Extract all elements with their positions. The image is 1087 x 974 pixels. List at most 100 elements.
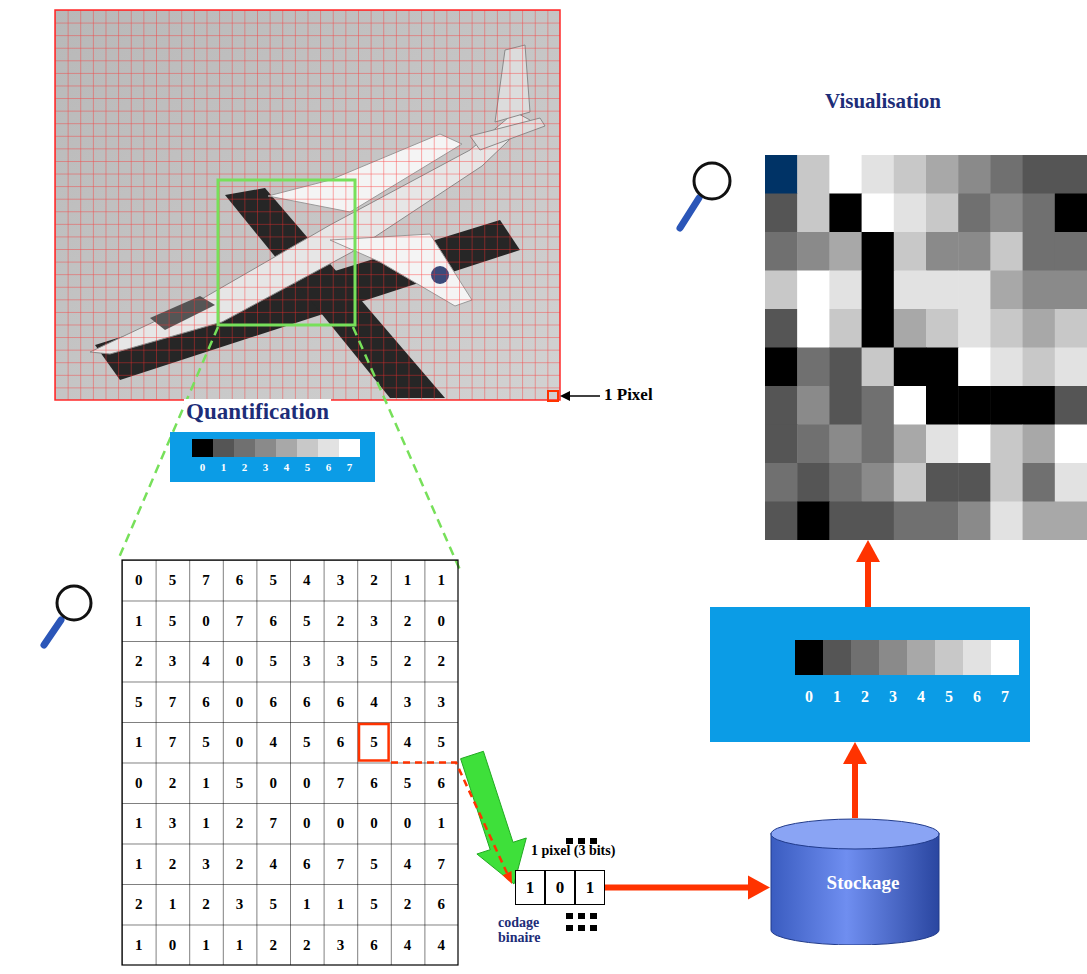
image-pixel [894,386,927,425]
image-pixel [829,425,862,464]
pixel-pointer-head [560,391,570,401]
table-cell: 5 [290,601,324,642]
table-cell: 3 [324,641,358,682]
gray-scale-panel: 01234567 [710,607,1030,742]
table-cell: 1 [122,601,156,642]
image-pixel [862,386,895,425]
airplane-photo [55,10,560,400]
table-cell: 3 [324,560,358,601]
table-cell: 2 [256,925,290,966]
gray-level-number: 6 [963,689,991,705]
image-pixel [1055,194,1087,233]
photo-ground [55,10,560,400]
table-cell: 4 [424,925,458,966]
table-cell: 1 [391,560,425,601]
storage-label: Stockage [770,872,956,894]
image-pixel [765,425,798,464]
table-cell: 5 [357,844,391,885]
image-pixel [1023,348,1056,387]
encoding-arrow [461,751,527,884]
magnifier-handle [44,620,61,645]
table-cell: 2 [424,641,458,682]
table-cell: 3 [223,884,257,925]
image-pixel [990,232,1023,271]
gray-swatch [851,640,879,675]
arrow-shaft [852,762,858,818]
image-pixel [958,425,991,464]
table-cell: 3 [290,641,324,682]
image-pixel [829,348,862,387]
zoom-line [118,327,218,560]
table-cell: 7 [189,560,223,601]
image-pixel [958,309,991,348]
image-pixel [926,348,959,387]
table-cell: 5 [156,560,190,601]
gray-level-number: 2 [851,689,879,705]
dot [566,925,573,931]
dot [590,925,597,931]
image-pixel [894,348,927,387]
image-pixel [862,348,895,387]
image-pixel [1055,348,1087,387]
table-cell: 5 [256,884,290,925]
table-cell: 3 [189,844,223,885]
bit-value: 1 [516,871,544,904]
gray-level-number: 1 [823,689,851,705]
image-pixel [1023,232,1056,271]
image-pixel [894,425,927,464]
image-pixel [990,271,1023,310]
image-pixel [926,502,959,541]
table-cell: 1 [424,803,458,844]
table-cell: 6 [357,925,391,966]
image-pixel [958,386,991,425]
image-pixel [765,194,798,233]
section-heading: Quantification [184,399,331,425]
image-pixel [1055,309,1087,348]
image-pixel [765,463,798,502]
table-cell: 6 [324,722,358,763]
image-pixel [926,232,959,271]
table-cell: 6 [424,884,458,925]
table-cell: 7 [223,601,257,642]
image-pixel [797,386,830,425]
table-cell: 6 [290,844,324,885]
image-pixel [765,232,798,271]
table-cell: 5 [256,641,290,682]
image-pixel [1023,194,1056,233]
image-pixel [990,309,1023,348]
magnifier-icon [44,586,91,645]
image-pixel [958,502,991,541]
zoom-region [218,180,355,325]
table-cell: 5 [256,560,290,601]
pixel-image [765,155,1087,540]
image-pixel [1055,271,1087,310]
bit-cell: 1 [515,870,545,905]
table-cell: 2 [122,884,156,925]
arrow-shaft [605,885,750,891]
table-cell: 0 [324,803,358,844]
pixel-bits-box: 1 pixel (3 bits)101 [515,870,605,905]
table-cell: 4 [290,560,324,601]
gray-level-number: 7 [339,462,360,473]
image-pixel [797,502,830,541]
dot [578,925,585,931]
image-pixel [829,271,862,310]
image-pixel [1023,155,1056,194]
table-cell: 6 [324,682,358,723]
image-pixel [862,463,895,502]
image-pixel [862,309,895,348]
image-pixel [829,309,862,348]
image-pixel [958,271,991,310]
gray-level-number: 1 [213,462,234,473]
image-pixel [1055,463,1087,502]
table-cell: 7 [324,763,358,804]
image-pixel [990,155,1023,194]
image-pixel [990,348,1023,387]
arrow-head [856,540,880,562]
image-pixel [926,309,959,348]
table-cell: 7 [256,803,290,844]
cylinder-top [771,819,939,849]
gray-swatch [879,640,907,675]
image-pixel [829,155,862,194]
table-cell: 3 [324,925,358,966]
